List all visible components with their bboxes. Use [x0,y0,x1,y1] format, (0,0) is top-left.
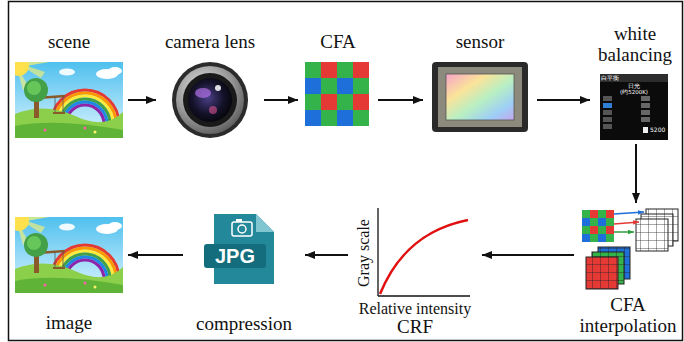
flow-arrow [305,254,348,256]
flow-arrow [537,99,590,101]
stage-node: scene [12,32,126,138]
stage-label: CFA [300,32,376,53]
screen-label: (约5200K) [620,90,648,96]
flow-arrow [635,144,637,203]
stage-label: compression [185,314,303,335]
stage-label: sensor [425,32,535,53]
flow-arrow [482,254,574,256]
flow-arrow [378,99,423,101]
flow-arrow [128,99,156,101]
stage-node: image [12,212,126,334]
stage-node: CFA interpolation [576,205,680,337]
stage-node: camera lens [158,32,262,140]
stage-node: JPG compression [185,212,303,335]
stage-label: image [12,313,126,334]
stage-label: CFA interpolation [576,295,680,337]
screen-label: 白平衡 [601,75,619,81]
stage-node: CFA [300,32,376,128]
screen-label: 日光 [628,83,640,89]
stage-node: Gray scaleRelative intensityCRF [350,205,480,338]
stage-label: CRF [350,317,480,338]
stage-node: sensor [425,32,535,134]
stage-label: Relative intensity [350,300,480,318]
flow-arrow [264,99,298,101]
flow-arrow [128,254,183,256]
stage-label: white balancing [592,24,678,66]
screen-label: 5200 [650,127,665,133]
stage-label: camera lens [158,32,262,53]
stage-label: Gray scale [355,219,373,287]
stage-label: scene [12,32,126,53]
stage-label: JPG [215,245,255,267]
